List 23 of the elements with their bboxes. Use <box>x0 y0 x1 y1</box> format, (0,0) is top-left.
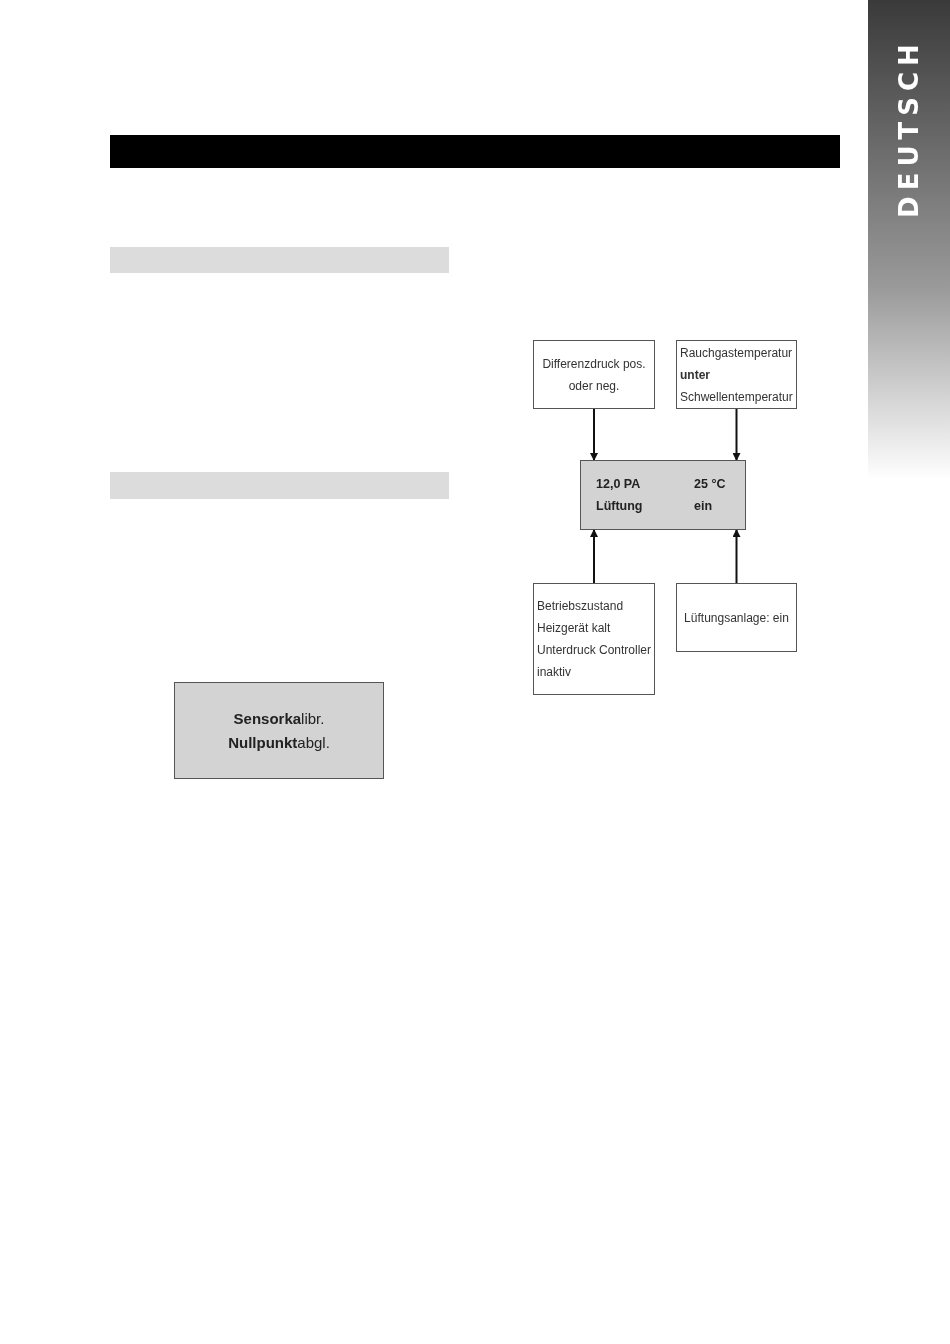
condition-box <box>533 583 655 695</box>
display-box <box>580 460 746 530</box>
box-text: Betriebszustand Heizgerät kalt Unterdruck Controller inaktiv <box>537 598 653 681</box>
display-value: Lüftung <box>596 498 644 515</box>
arrow <box>732 529 741 584</box>
display-value: 25 °C <box>694 476 727 493</box>
display-text: Sensorkalibr. <box>233 708 325 729</box>
header-bar <box>110 135 840 168</box>
display-value: 12,0 PA <box>596 476 642 493</box>
display-text: Nullpunktabgl. <box>228 732 330 753</box>
arrow <box>590 529 598 584</box>
box-text: Rauchgastemperatur unter Schwellentemperatur <box>680 344 794 406</box>
section-bar <box>110 472 449 499</box>
display-box <box>174 682 384 779</box>
condition-box <box>676 583 797 652</box>
arrow <box>732 408 741 461</box>
box-text: Lüftungsanlage: ein <box>683 609 790 627</box>
condition-box <box>533 340 655 409</box>
language-label: DEUTSCH <box>894 38 924 218</box>
display-value: ein <box>694 498 714 515</box>
section-bar <box>110 247 449 273</box>
box-text: Differenzdruck pos. oder neg. <box>541 355 647 395</box>
arrow <box>590 408 598 461</box>
